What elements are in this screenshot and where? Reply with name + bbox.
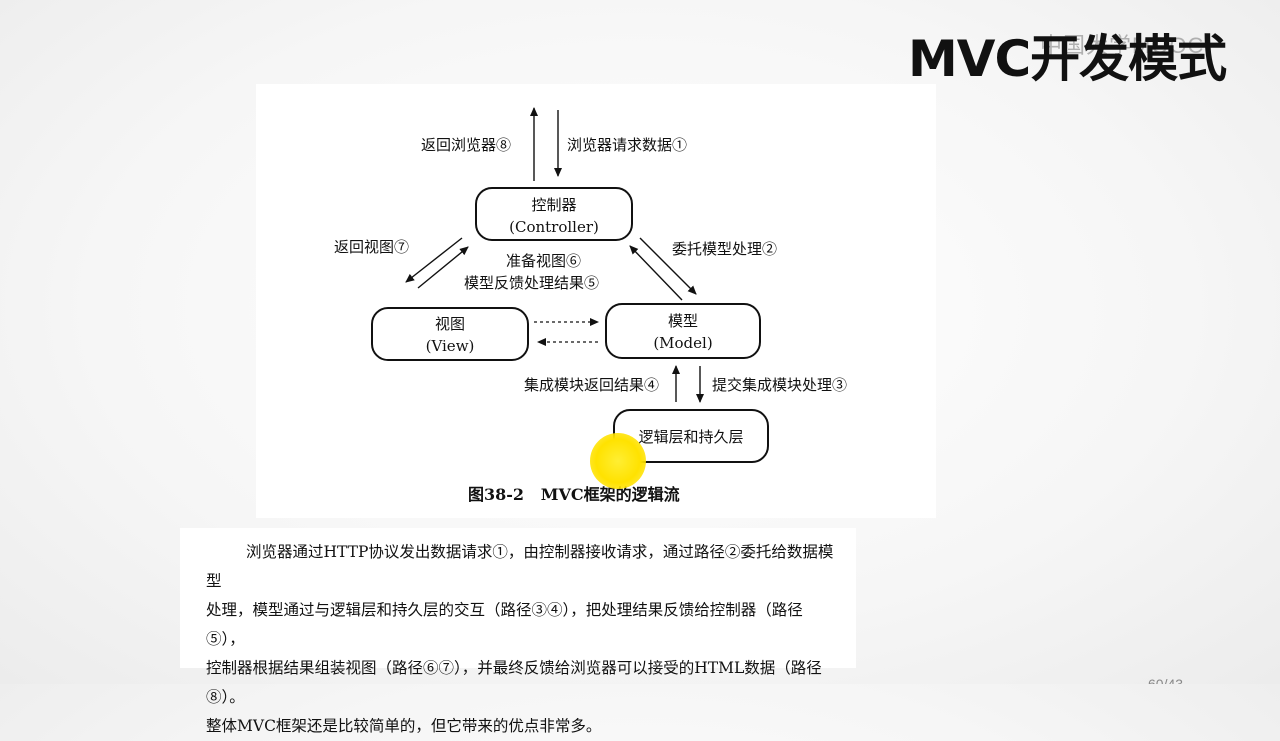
- controller-title: 控制器: [531, 196, 576, 214]
- laser-pointer-highlight: [590, 433, 646, 489]
- label-return-view: 返回视图⑦: [334, 238, 409, 256]
- explanation-paragraph: 浏览器通过HTTP协议发出数据请求①，由控制器接收请求，通过路径②委托给数据模型…: [180, 528, 856, 735]
- model-subtitle: (Model): [653, 334, 712, 352]
- arrow-return-view: [405, 237, 463, 283]
- paragraph-line-1: 浏览器通过HTTP协议发出数据请求①，由控制器接收请求，通过路径②委托给数据模型: [206, 543, 834, 590]
- label-prepare-view: 准备视图⑥: [506, 252, 581, 270]
- logic-persistence-node: 逻辑层和持久层: [613, 409, 769, 463]
- figure-caption: 图38-2 MVC框架的逻辑流: [468, 485, 680, 504]
- model-node: 模型 (Model): [605, 303, 761, 359]
- view-title: 视图: [435, 315, 465, 333]
- page-number: 60/43: [1148, 676, 1184, 684]
- watermark-logo: 中国大学MOOC: [1040, 33, 1205, 58]
- label-submit-module: 提交集成模块处理③: [712, 376, 847, 394]
- label-delegate-model: 委托模型处理②: [672, 240, 777, 258]
- view-node: 视图 (View): [371, 307, 529, 361]
- label-module-result: 集成模块返回结果④: [524, 376, 659, 394]
- label-browser-request: 浏览器请求数据①: [567, 136, 687, 154]
- mvc-diagram-svg: 返回浏览器⑧ 浏览器请求数据① 控制器 (Controller) 返回视图⑦ 准…: [334, 107, 847, 504]
- paragraph-line-4: 整体MVC框架还是比较简单的，但它带来的优点非常多。: [206, 717, 602, 735]
- label-return-browser: 返回浏览器⑧: [421, 136, 511, 154]
- label-model-feedback: 模型反馈处理结果⑤: [464, 274, 599, 292]
- paragraph-line-3: 控制器根据结果组装视图（路径⑥⑦），并最终反馈给浏览器可以接受的HTML数据（路…: [206, 659, 822, 706]
- arrow-model-feedback: [629, 245, 683, 301]
- controller-subtitle: (Controller): [509, 218, 599, 236]
- paragraph-line-2: 处理，模型通过与逻辑层和持久层的交互（路径③④），把处理结果反馈给控制器（路径⑤…: [206, 601, 803, 648]
- arrow-delegate-model: [639, 237, 697, 295]
- arrow-prepare-view: [417, 246, 469, 289]
- slide-title: MVC开发模式: [908, 30, 1227, 88]
- model-title: 模型: [668, 312, 698, 330]
- logic-persistence-title: 逻辑层和持久层: [638, 428, 743, 446]
- view-subtitle: (View): [426, 337, 475, 355]
- controller-node: 控制器 (Controller): [475, 187, 633, 241]
- mvc-diagram-figure: 返回浏览器⑧ 浏览器请求数据① 控制器 (Controller) 返回视图⑦ 准…: [256, 84, 936, 518]
